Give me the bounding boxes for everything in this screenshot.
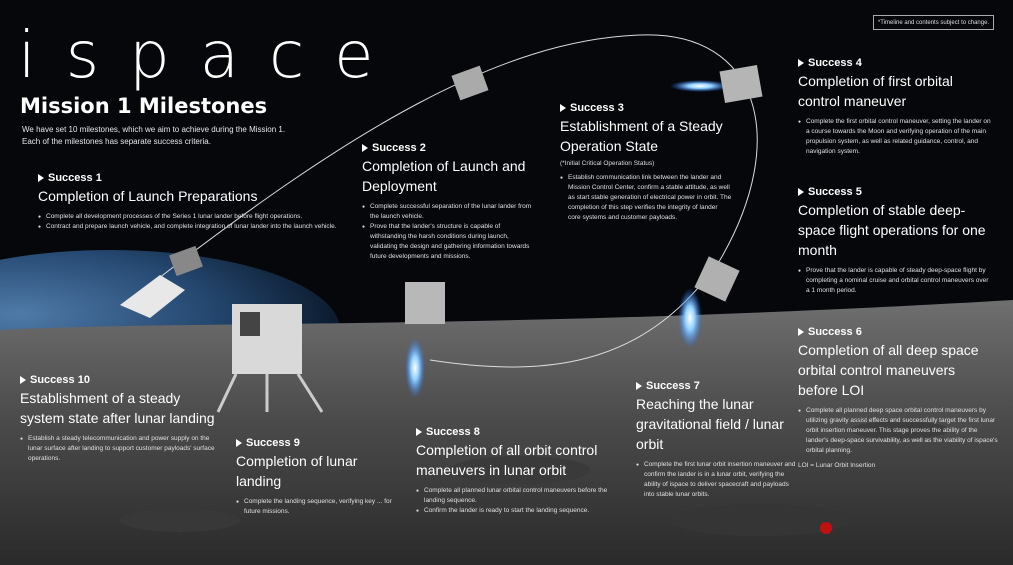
milestone-success-5: Success 5 Completion of stable deep-spac… xyxy=(798,186,993,296)
intro-text: We have set 10 milestones, which we aim … xyxy=(22,125,286,146)
triangle-icon xyxy=(798,328,804,336)
triangle-icon xyxy=(560,104,566,112)
criteria-item: Complete the first orbital control maneu… xyxy=(798,117,993,157)
milestone-criteria: Establish communication link between the… xyxy=(560,173,732,223)
landed-lander-image xyxy=(216,304,324,413)
milestone-title: Establishment of a Steady Operation Stat… xyxy=(560,118,723,154)
milestone-label: Success 8 xyxy=(416,426,621,438)
triangle-icon xyxy=(38,174,44,182)
milestone-success-8: Success 8 Completion of all orbit contro… xyxy=(416,426,621,516)
milestone-title: Completion of lunar landing xyxy=(236,453,358,489)
milestone-criteria: Complete the landing sequence, verifying… xyxy=(236,497,406,517)
milestone-success-6: Success 6 Completion of all deep space o… xyxy=(798,326,998,469)
milestone-subtitle: (*Initial Critical Operation Status) xyxy=(560,160,655,167)
lander-thrusting-image xyxy=(670,64,763,104)
milestone-success-7: Success 7 Reaching the lunar gravitation… xyxy=(636,380,796,500)
loi-note: LOI = Lunar Orbit Insertion xyxy=(798,462,876,469)
milestone-criteria: Prove that the lander is capable of stea… xyxy=(798,266,993,296)
milestone-criteria: Complete the first lunar orbit insertion… xyxy=(636,460,796,500)
triangle-icon xyxy=(636,382,642,390)
lander-orbit-image xyxy=(678,256,740,348)
red-marker-image xyxy=(820,522,832,534)
milestone-label: Success 5 xyxy=(798,186,993,198)
triangle-icon xyxy=(798,188,804,196)
milestone-title: Completion of Launch Preparations xyxy=(38,188,258,204)
milestone-label: Success 2 xyxy=(362,142,534,154)
triangle-icon xyxy=(236,439,242,447)
criteria-item: Contract and prepare launch vehicle, and… xyxy=(38,222,338,232)
criteria-item: Complete the landing sequence, verifying… xyxy=(236,497,406,517)
milestone-title: Reaching the lunar gravitational field /… xyxy=(636,396,784,452)
milestone-label: Success 6 xyxy=(798,326,998,338)
milestone-success-1: Success 1 Completion of Launch Preparati… xyxy=(38,172,338,232)
lander-descent-image xyxy=(405,282,445,398)
milestone-label: Success 4 xyxy=(798,57,993,69)
milestone-success-4: Success 4 Completion of first orbital co… xyxy=(798,57,993,157)
criteria-item: Prove that the lander's structure is cap… xyxy=(362,222,534,262)
milestone-criteria: Complete all planned deep space orbital … xyxy=(798,406,998,456)
milestone-label: Success 10 xyxy=(20,374,215,386)
milestone-label: Success 1 xyxy=(38,172,338,184)
milestone-title: Completion of all deep space orbital con… xyxy=(798,342,979,398)
milestone-criteria: Complete successful separation of the lu… xyxy=(362,202,534,262)
rocket-fairing-image xyxy=(120,245,203,318)
milestone-success-10: Success 10 Establishment of a steady sys… xyxy=(20,374,215,464)
triangle-icon xyxy=(20,376,26,384)
milestone-success-2: Success 2 Completion of Launch and Deplo… xyxy=(362,142,534,262)
criteria-item: Complete the first lunar orbit insertion… xyxy=(636,460,796,500)
milestone-success-9: Success 9 Completion of lunar landing Co… xyxy=(236,437,406,517)
milestone-title: Completion of stable deep-space flight o… xyxy=(798,202,986,258)
criteria-item: Establish communication link between the… xyxy=(560,173,732,223)
milestone-criteria: Complete all planned lunar orbital contr… xyxy=(416,486,621,516)
triangle-icon xyxy=(416,428,422,436)
criteria-item: Prove that the lander is capable of stea… xyxy=(798,266,993,296)
timeline-note: *Timeline and contents subject to change… xyxy=(873,15,994,30)
milestone-label: Success 3 xyxy=(560,102,732,114)
milestone-title: Completion of all orbit control maneuver… xyxy=(416,442,598,478)
criteria-item: Establish a steady telecommunication and… xyxy=(20,434,215,464)
milestone-criteria: Complete the first orbital control maneu… xyxy=(798,117,993,157)
milestone-label: Success 7 xyxy=(636,380,796,392)
milestone-success-3: Success 3 Establishment of a Steady Oper… xyxy=(560,102,732,223)
triangle-icon xyxy=(798,59,804,67)
criteria-item: Complete all planned lunar orbital contr… xyxy=(416,486,621,506)
milestone-title: Completion of Launch and Deployment xyxy=(362,158,526,194)
milestone-criteria: Complete all development processes of th… xyxy=(38,212,338,232)
triangle-icon xyxy=(362,144,368,152)
criteria-item: Confirm the lander is ready to start the… xyxy=(416,506,621,516)
criteria-item: Complete all planned deep space orbital … xyxy=(798,406,998,456)
page-title: Mission 1 Milestones xyxy=(20,94,268,118)
criteria-item: Complete successful separation of the lu… xyxy=(362,202,534,222)
milestone-title: Establishment of a steady system state a… xyxy=(20,390,215,426)
ispace-logo: ispace xyxy=(18,19,404,93)
milestone-title: Completion of first orbital control mane… xyxy=(798,73,953,109)
milestone-criteria: Establish a steady telecommunication and… xyxy=(20,434,215,464)
lander-deep-space-image xyxy=(451,65,489,101)
criteria-item: Complete all development processes of th… xyxy=(38,212,338,222)
milestone-label: Success 9 xyxy=(236,437,406,449)
